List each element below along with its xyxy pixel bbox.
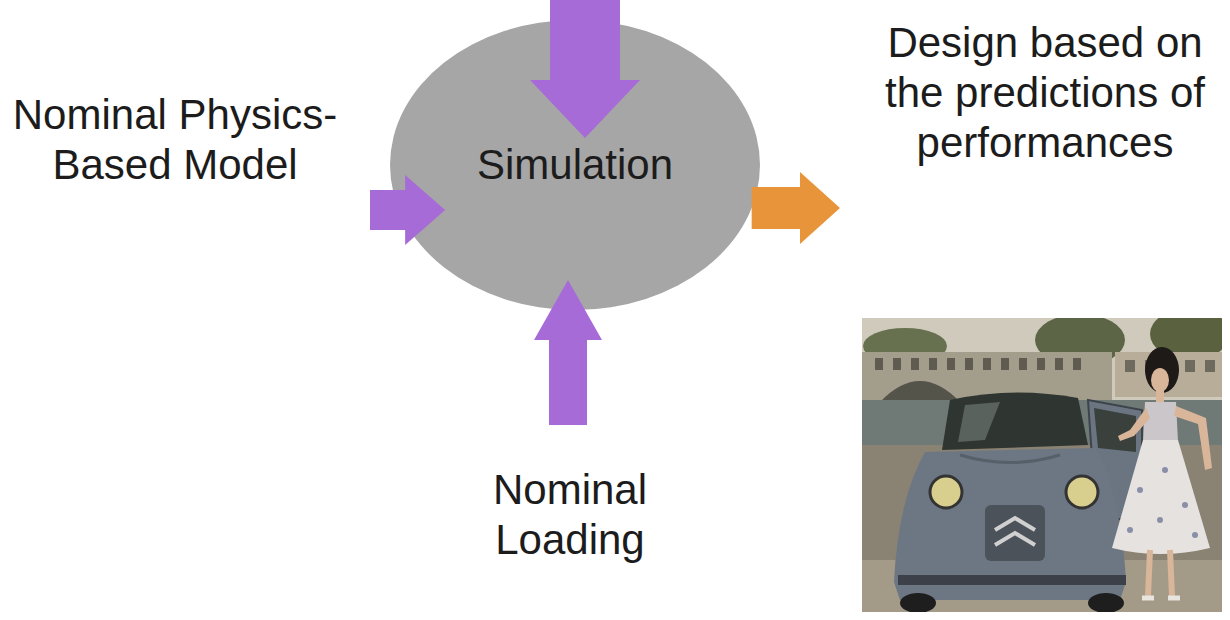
process-ellipse: Simulation — [390, 20, 760, 310]
chevron-logo — [995, 518, 1035, 545]
bridge-arcade — [965, 358, 973, 370]
dress-pattern — [1162, 467, 1168, 473]
window — [1185, 360, 1195, 372]
ellipse-fill — [390, 20, 760, 310]
window — [1125, 360, 1135, 372]
skirt — [1112, 440, 1210, 554]
node-label: Design based on the predictions of perfo… — [870, 18, 1220, 168]
headlight — [930, 476, 962, 508]
node-label: Nominal Physics-Based Model — [10, 90, 340, 190]
car-photo — [862, 318, 1222, 612]
door-window — [1094, 408, 1136, 452]
bridge-arcade — [1001, 358, 1009, 370]
bridge-arcade — [929, 358, 937, 370]
bridge-arcade — [1019, 358, 1027, 370]
bridge-arcade — [1055, 358, 1063, 370]
dress-pattern — [1127, 527, 1133, 533]
output-label-box: Design based on the predictions of perfo… — [840, 18, 1220, 168]
block-arrow — [752, 172, 840, 244]
bridge-arcade — [947, 358, 955, 370]
bumper — [898, 575, 1126, 585]
window — [1205, 360, 1215, 372]
grille — [985, 505, 1045, 561]
car-body — [894, 448, 1126, 600]
windshield — [942, 392, 1088, 450]
sky — [862, 318, 1222, 612]
legs — [1148, 550, 1172, 596]
hood-ridge — [960, 455, 1060, 463]
input-label-box: Nominal Physics-Based Model — [10, 90, 370, 190]
dress-pattern — [1192, 532, 1198, 538]
bridge-arcade — [983, 358, 991, 370]
wheel — [900, 593, 936, 612]
neck — [1156, 390, 1164, 402]
bridge-arcade — [1037, 358, 1045, 370]
bodice — [1143, 402, 1178, 442]
input-label-box: Nominal Loading — [440, 425, 700, 565]
shoes — [1142, 596, 1180, 601]
face — [1151, 368, 1169, 392]
wheel — [1088, 593, 1124, 612]
bridge-arcade — [1073, 358, 1081, 370]
windshield-reflection — [958, 402, 1000, 442]
dress-pattern — [1182, 502, 1188, 508]
dress-pattern — [1137, 487, 1143, 493]
headlight — [1066, 476, 1098, 508]
node-label: Simulation — [477, 140, 673, 190]
node-label: Nominal Loading — [440, 465, 700, 565]
bridge-arcade — [875, 358, 883, 370]
bridge-arcade — [911, 358, 919, 370]
arm — [1118, 408, 1150, 441]
bridge-arcade — [893, 358, 901, 370]
bridge-arch — [880, 381, 960, 402]
hair — [1145, 347, 1179, 393]
dress-pattern — [1157, 517, 1163, 523]
